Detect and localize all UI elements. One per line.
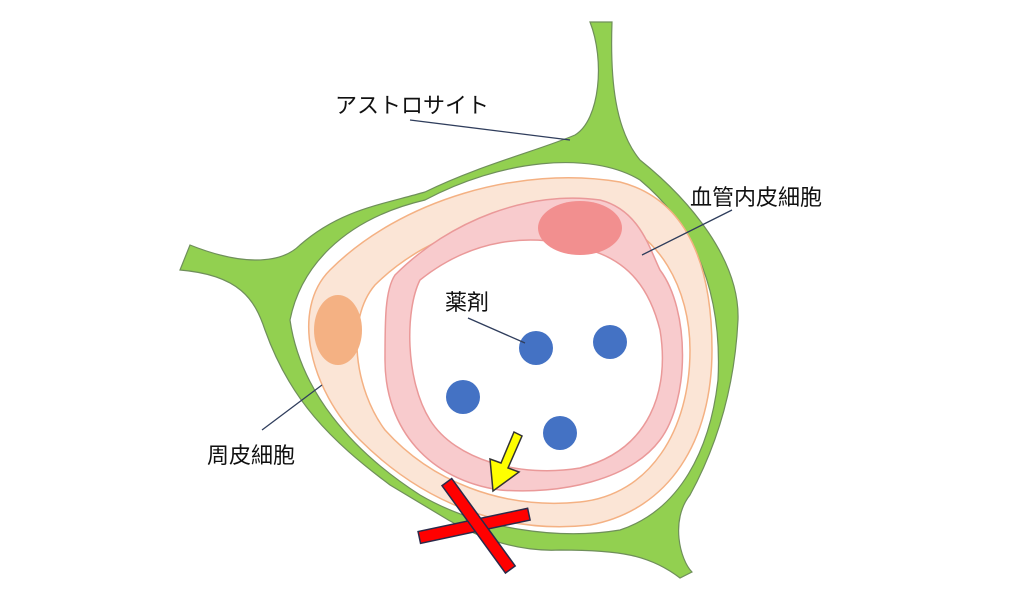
label-astrocyte: アストロサイト bbox=[335, 94, 490, 119]
label-pericyte: 周皮細胞 bbox=[207, 444, 296, 469]
cross-icon bbox=[417, 477, 532, 575]
drug-particle bbox=[446, 380, 480, 414]
drug-particle bbox=[519, 331, 553, 365]
drug-particle bbox=[593, 325, 627, 359]
drug-particle bbox=[543, 416, 577, 450]
pericyte-nucleus bbox=[314, 295, 362, 365]
label-drug: 薬剤 bbox=[445, 291, 490, 316]
arrow-icon bbox=[489, 430, 523, 493]
endothelial-nucleus bbox=[538, 201, 622, 255]
astrocyte bbox=[179, 21, 739, 579]
label-endothelial-cell: 血管内皮細胞 bbox=[690, 186, 823, 211]
leader-lines bbox=[261, 119, 733, 431]
